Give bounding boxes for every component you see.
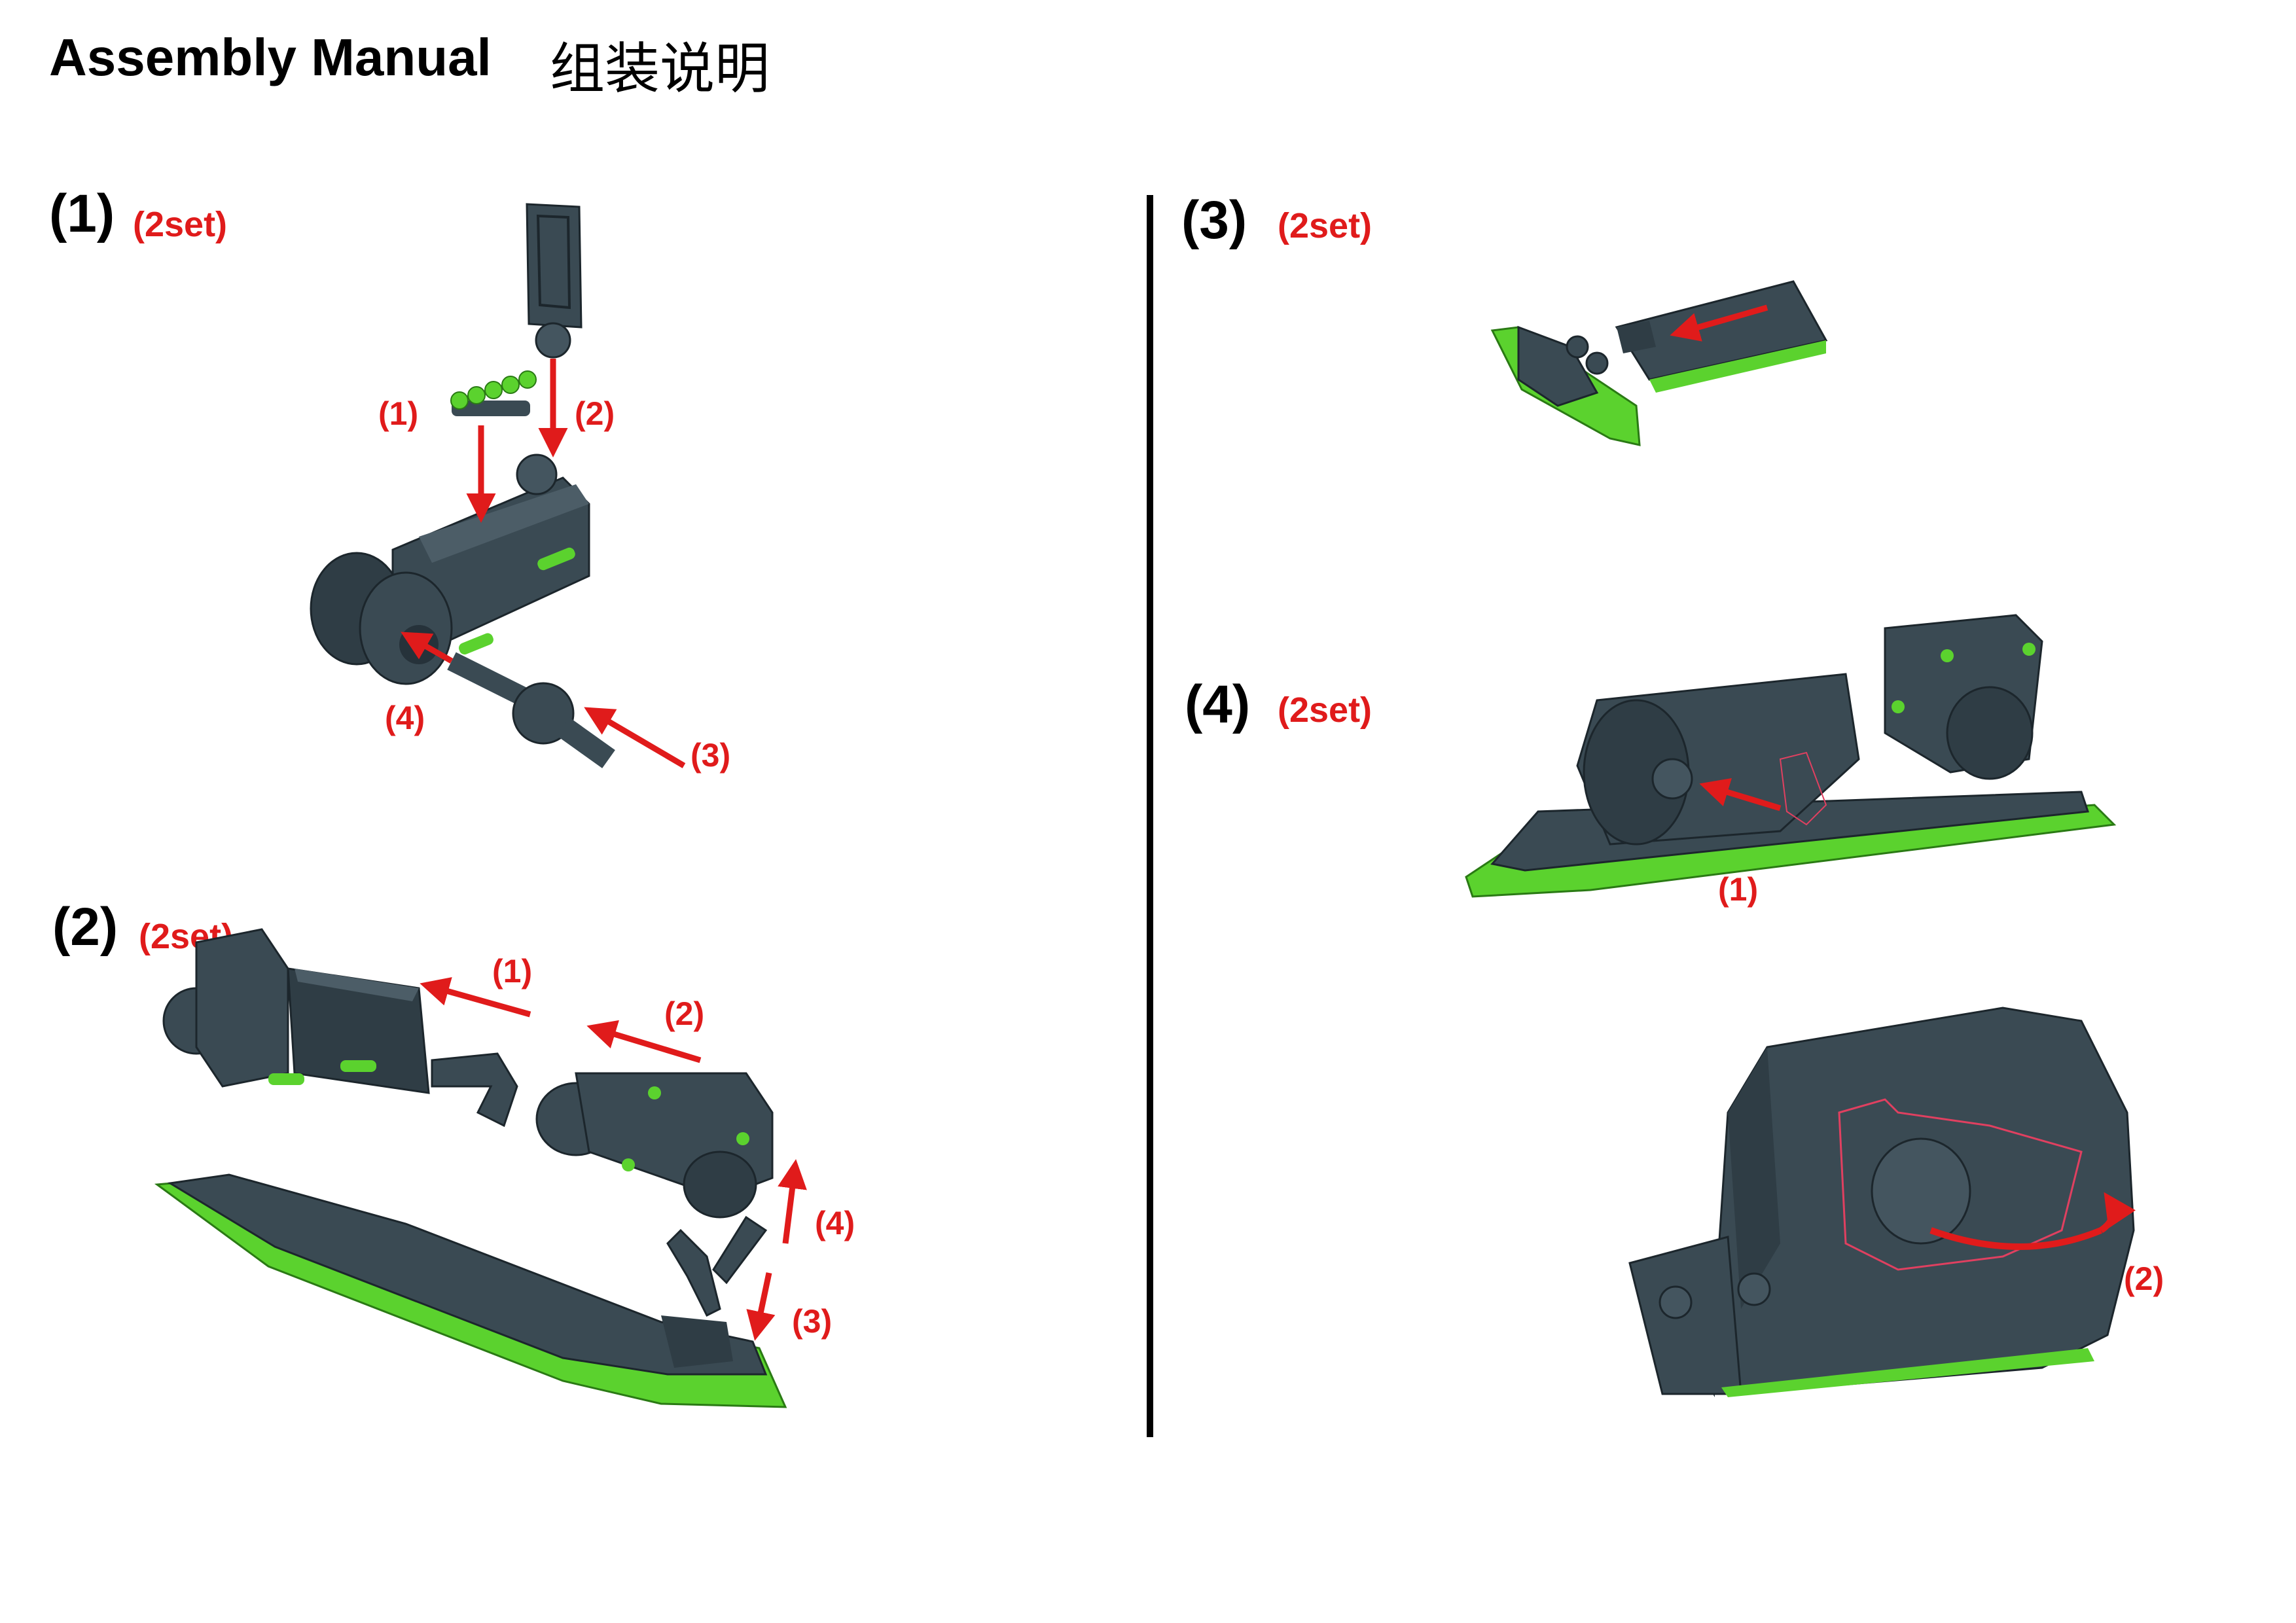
step-1-callout-3: (3): [691, 737, 731, 774]
step-2-figure: [154, 928, 807, 1408]
step-1-callout-4: (4): [385, 700, 425, 736]
step-2-callout-3: (3): [792, 1303, 833, 1340]
step-1-figure: [310, 203, 686, 768]
step-4-figure-detail: [1628, 1007, 2136, 1397]
step-2-number: (2): [52, 897, 118, 957]
step-1-callout-1: (1): [378, 395, 419, 432]
page-title-chinese: 组装说明: [550, 37, 770, 101]
step-2-callout-4: (4): [815, 1205, 855, 1241]
step-1-set-count: (2set): [133, 205, 228, 244]
step-4-callout-1: (1): [1718, 871, 1759, 908]
step-2-callout-2: (2): [664, 995, 705, 1032]
step-4-number: (4): [1185, 675, 1251, 734]
step-3-set-count: (2set): [1278, 206, 1372, 245]
step-1-callout-2: (2): [575, 395, 615, 432]
step-4-callout-2: (2): [2124, 1260, 2164, 1297]
step-3-number: (3): [1181, 190, 1247, 250]
step-4-figure-top: [1465, 614, 2117, 898]
step-1-number: (1): [49, 184, 115, 243]
column-divider: [1147, 195, 1153, 1437]
step-2-callout-1: (1): [492, 953, 533, 990]
page-title: Assembly Manual: [49, 28, 492, 86]
step-3-figure: [1490, 280, 1828, 446]
step-4-set-count: (2set): [1278, 690, 1372, 730]
